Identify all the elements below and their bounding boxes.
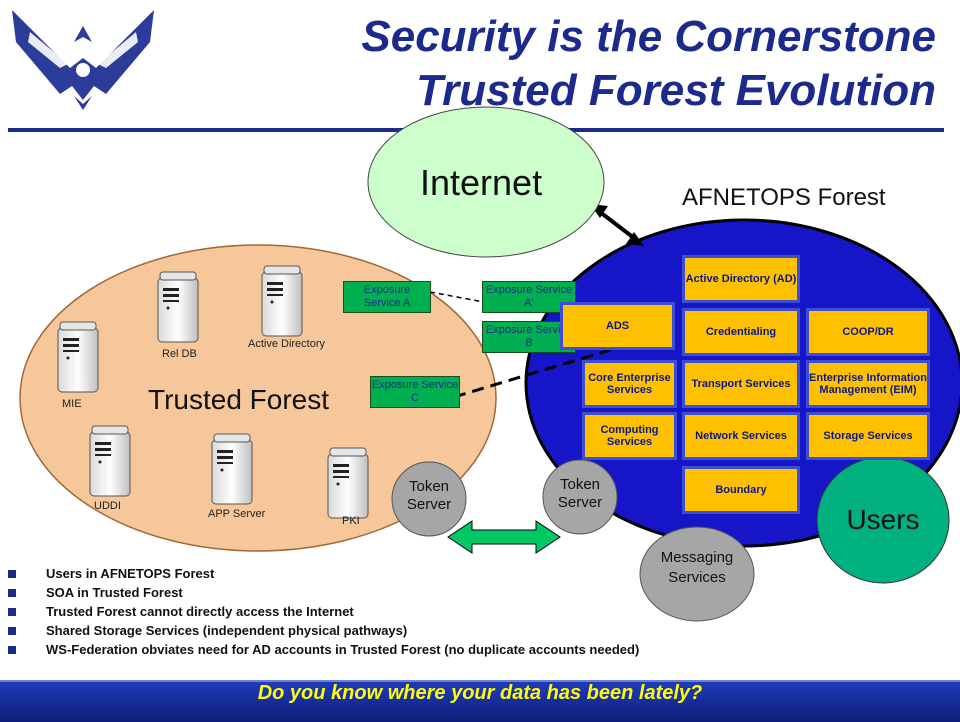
token-server-right-circle bbox=[542, 459, 618, 535]
server-label-rel-db: Rel DB bbox=[162, 348, 197, 360]
service-computing: Computing Services bbox=[582, 412, 677, 460]
internet-link-arrow bbox=[590, 204, 644, 246]
service-network: Network Services bbox=[682, 412, 800, 460]
bullet-list: Users in AFNETOPS Forest SOA in Trusted … bbox=[8, 566, 639, 661]
service-transport: Transport Services bbox=[682, 360, 800, 408]
users-label: Users bbox=[846, 504, 920, 535]
server-label-uddi: UDDI bbox=[94, 500, 121, 512]
service-boundary: Boundary bbox=[682, 466, 800, 514]
footer-bar bbox=[0, 680, 960, 722]
service-coop-dr: COOP/DR bbox=[806, 308, 930, 356]
server-active-directory-icon bbox=[261, 265, 303, 337]
server-label-active-directory: Active Directory bbox=[248, 338, 326, 350]
exposure-service-a: Exposure Service A bbox=[343, 281, 431, 313]
trusted-forest-ellipse bbox=[19, 244, 497, 552]
messaging-services-circle bbox=[639, 526, 755, 622]
bullet-square-icon bbox=[8, 627, 16, 635]
token-server-right-label: Token Server bbox=[557, 476, 603, 511]
bullet-square-icon bbox=[8, 589, 16, 597]
exposure-service-c: Exposure Service C bbox=[370, 376, 460, 408]
internet-label: Internet bbox=[420, 162, 543, 203]
server-label-pki: PKI bbox=[342, 515, 360, 527]
air-force-wings-icon bbox=[12, 10, 154, 110]
token-server-left-circle bbox=[391, 461, 467, 537]
server-label-mie: MIE bbox=[62, 398, 82, 410]
server-pki-icon bbox=[327, 447, 369, 519]
server-uddi-icon bbox=[89, 425, 131, 497]
federation-double-arrow bbox=[447, 520, 561, 554]
bullet-item: Shared Storage Services (independent phy… bbox=[8, 623, 639, 642]
afnetops-forest-label: AFNETOPS Forest bbox=[682, 184, 886, 211]
title-line-1: Security is the Cornerstone bbox=[361, 12, 936, 61]
bullet-square-icon bbox=[8, 608, 16, 616]
token-server-left-label: Token Server bbox=[406, 478, 452, 513]
server-rel-db-icon bbox=[157, 271, 199, 343]
title-line-2: Trusted Forest Evolution bbox=[416, 66, 936, 115]
messaging-services-label: Messaging Services bbox=[660, 549, 734, 586]
service-eim: Enterprise Information Management (EIM) bbox=[806, 360, 930, 408]
bullet-item: Users in AFNETOPS Forest bbox=[8, 566, 639, 585]
footer-text: Do you know where your data has been lat… bbox=[257, 682, 703, 704]
server-app-server-icon bbox=[211, 433, 253, 505]
service-active-directory: Active Directory (AD) bbox=[682, 255, 800, 303]
bullet-square-icon bbox=[8, 646, 16, 654]
bullet-item: Trusted Forest cannot directly access th… bbox=[8, 604, 639, 623]
bullet-item: WS-Federation obviates need for AD accou… bbox=[8, 642, 639, 661]
bullet-square-icon bbox=[8, 570, 16, 578]
dashed-link-c bbox=[453, 348, 611, 399]
service-credentialing: Credentialing bbox=[682, 308, 800, 356]
service-core-enterprise: Core Enterprise Services bbox=[582, 360, 677, 408]
service-storage: Storage Services bbox=[806, 412, 930, 460]
server-mie-icon bbox=[57, 321, 99, 393]
bullet-item: SOA in Trusted Forest bbox=[8, 585, 639, 604]
internet-circle bbox=[367, 106, 605, 258]
server-label-app-server: APP Server bbox=[208, 508, 266, 520]
dashed-link-a bbox=[429, 291, 485, 303]
trusted-forest-label: Trusted Forest bbox=[148, 384, 330, 415]
exposure-service-a-prime: Exposure Service A' bbox=[482, 281, 576, 313]
service-ads: ADS bbox=[560, 302, 675, 350]
